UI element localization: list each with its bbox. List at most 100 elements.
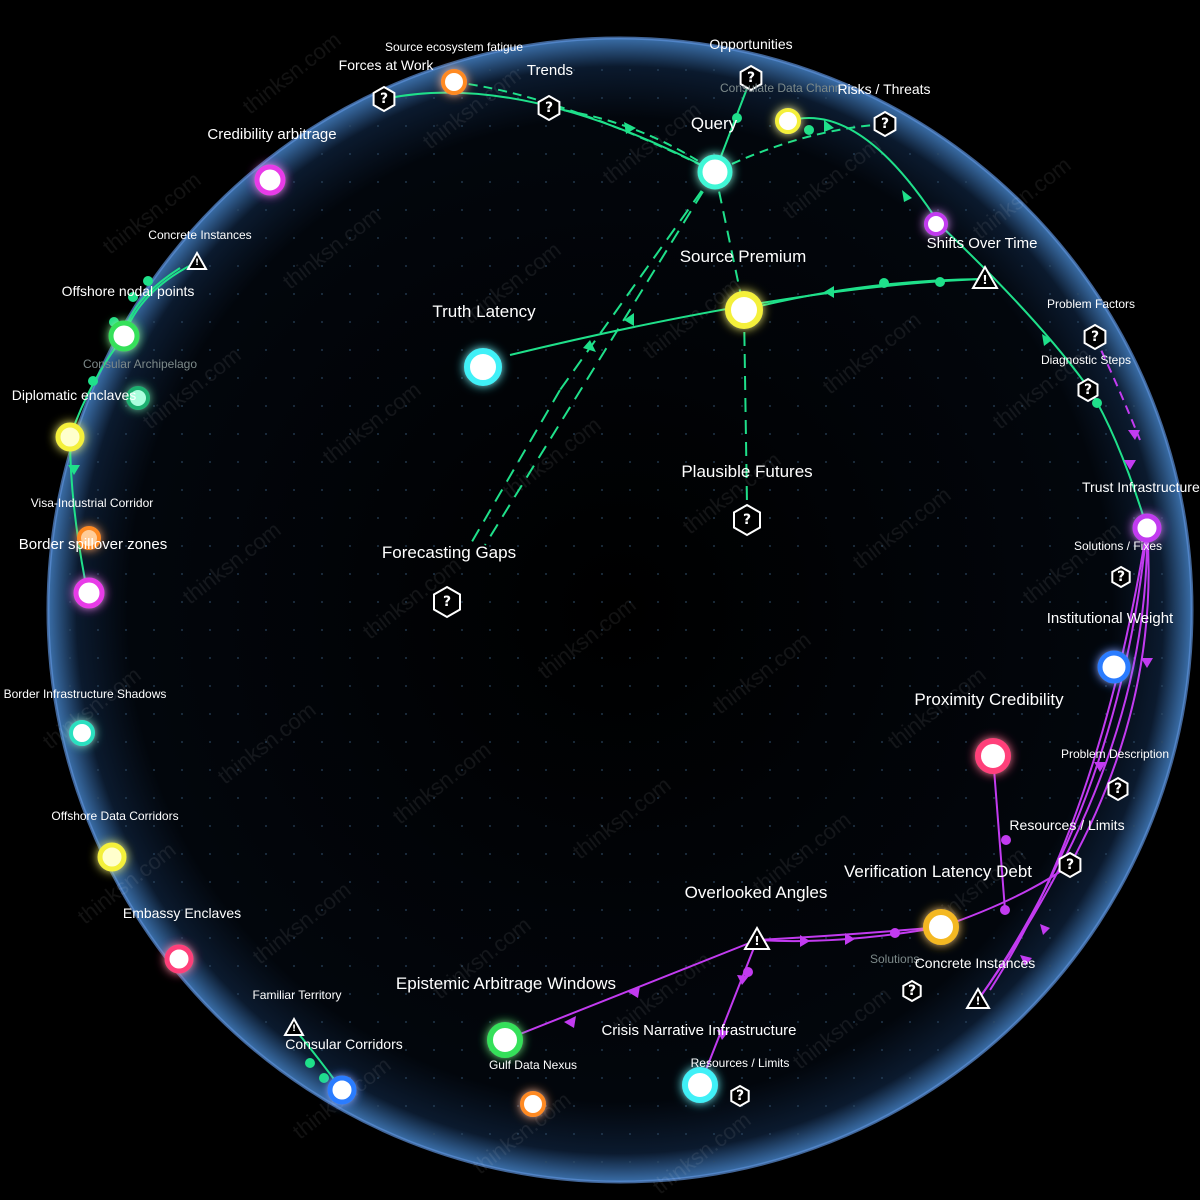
label-diplomatic-enclaves: Diplomatic enclaves bbox=[12, 387, 137, 403]
junction-dot bbox=[879, 278, 889, 288]
label-problem-factors: Problem Factors bbox=[1047, 297, 1135, 311]
node-truth-latency[interactable] bbox=[464, 348, 502, 386]
label-consulate-data-chann: Consulate Data Chann bbox=[720, 81, 841, 95]
svg-text:!: ! bbox=[754, 934, 759, 948]
label-source-ecosystem-fatigue: Source ecosystem fatigue bbox=[385, 40, 523, 54]
label-credibility-arbitrage: Credibility arbitrage bbox=[207, 126, 336, 143]
question-hex-icon[interactable]: ? bbox=[433, 585, 461, 619]
question-hex-icon[interactable]: ? bbox=[1111, 565, 1131, 589]
svg-text:!: ! bbox=[292, 1024, 296, 1034]
edge bbox=[714, 171, 745, 311]
node-diplomatic-enclaves[interactable] bbox=[55, 422, 85, 452]
edge bbox=[69, 436, 86, 581]
warning-triangle-icon[interactable]: ! bbox=[971, 264, 999, 289]
arrow-marker bbox=[1128, 430, 1140, 440]
arrow-marker bbox=[68, 465, 80, 475]
node-query[interactable] bbox=[697, 154, 733, 190]
label-trends: Trends bbox=[527, 62, 573, 79]
svg-text:?: ? bbox=[908, 983, 916, 999]
label-offshore-data-corridors: Offshore Data Corridors bbox=[51, 809, 178, 823]
svg-text:!: ! bbox=[982, 273, 987, 287]
node-embassy-enclaves[interactable] bbox=[164, 944, 194, 974]
node-institutional-weight[interactable] bbox=[1097, 650, 1131, 684]
edge bbox=[992, 755, 1006, 911]
arrow-marker bbox=[624, 313, 634, 326]
edge bbox=[548, 107, 716, 173]
edge bbox=[756, 926, 942, 943]
arrow-marker bbox=[1040, 924, 1050, 935]
svg-text:?: ? bbox=[743, 512, 751, 528]
question-hex-icon[interactable]: ? bbox=[1083, 323, 1107, 351]
warning-triangle-icon[interactable]: ! bbox=[965, 987, 991, 1009]
sphere-rim bbox=[46, 36, 1194, 1184]
edge bbox=[469, 389, 561, 546]
node-source-ecosystem-fatigue[interactable] bbox=[441, 69, 467, 95]
edge bbox=[1069, 527, 1150, 866]
arrow-marker bbox=[902, 190, 912, 202]
label-crisis-narrative-infrastructure: Crisis Narrative Infrastructure bbox=[601, 1022, 796, 1039]
label-institutional-weight: Institutional Weight bbox=[1047, 610, 1174, 627]
node-consular-archipelago[interactable] bbox=[126, 386, 150, 410]
label-query: Query bbox=[691, 114, 738, 133]
node-credibility-arbitrage[interactable] bbox=[254, 164, 286, 196]
svg-text:?: ? bbox=[1066, 857, 1074, 873]
svg-text:?: ? bbox=[736, 1088, 744, 1104]
edge-junctions bbox=[88, 113, 1102, 1083]
node-verification-latency-debt[interactable] bbox=[923, 909, 959, 945]
label-concrete-instances-top: Concrete Instances bbox=[148, 228, 251, 242]
edge bbox=[484, 171, 716, 546]
svg-text:!: ! bbox=[195, 258, 199, 268]
svg-text:?: ? bbox=[881, 116, 889, 132]
sphere-dot-grid bbox=[60, 50, 1180, 1170]
edge bbox=[989, 527, 1148, 991]
node-epistemic-arbitrage-windows[interactable] bbox=[487, 1022, 523, 1058]
question-hex-icon[interactable]: ? bbox=[902, 979, 922, 1003]
junction-dot bbox=[1001, 835, 1011, 845]
question-hex-icon[interactable]: ? bbox=[739, 64, 763, 92]
label-solutions-fixes: Solutions / Fixes bbox=[1074, 539, 1162, 553]
node-source-premium[interactable] bbox=[725, 291, 763, 329]
svg-text:?: ? bbox=[380, 91, 388, 107]
svg-text:?: ? bbox=[1091, 329, 1099, 345]
question-hex-icon[interactable]: ? bbox=[873, 110, 897, 138]
warning-triangle-icon[interactable]: ! bbox=[743, 925, 771, 950]
label-shifts-over-time: Shifts Over Time bbox=[927, 235, 1038, 252]
label-risks-threats: Risks / Threats bbox=[837, 81, 930, 97]
edge bbox=[939, 224, 1091, 391]
node-gulf-data-nexus[interactable] bbox=[520, 1091, 546, 1117]
node-offshore-nodal-points[interactable] bbox=[108, 320, 140, 352]
node-consular-corridors[interactable] bbox=[327, 1075, 357, 1105]
edge bbox=[743, 309, 748, 506]
svg-text:?: ? bbox=[545, 100, 553, 116]
node-offshore-data-corridors[interactable] bbox=[97, 842, 127, 872]
question-hex-icon[interactable]: ? bbox=[1058, 851, 1082, 879]
node-proximity-credibility[interactable] bbox=[975, 738, 1011, 774]
warning-triangle-icon[interactable]: ! bbox=[283, 1016, 305, 1036]
label-proximity-credibility: Proximity Credibility bbox=[914, 690, 1064, 709]
question-hex-icon[interactable]: ? bbox=[1107, 776, 1129, 802]
junction-dot bbox=[88, 376, 98, 386]
arrow-marker bbox=[1094, 762, 1106, 772]
question-hex-icon[interactable]: ? bbox=[1077, 377, 1099, 403]
edge bbox=[714, 123, 886, 173]
label-epistemic-arbitrage-windows: Epistemic Arbitrage Windows bbox=[396, 974, 616, 993]
node-crisis-narrative-infrastructure[interactable] bbox=[682, 1067, 718, 1103]
node-visa-industrial-corridor[interactable] bbox=[77, 526, 101, 550]
question-hex-icon[interactable]: ? bbox=[733, 503, 761, 537]
arrow-marker bbox=[583, 340, 596, 352]
svg-text:?: ? bbox=[443, 594, 451, 610]
node-shifts-over-time[interactable] bbox=[924, 212, 948, 236]
node-trust-infrastructure[interactable] bbox=[1132, 513, 1162, 543]
arrow-marker bbox=[824, 120, 834, 132]
node-border-spillover-zones[interactable] bbox=[73, 577, 105, 609]
label-concrete-instances-bottom: Concrete Instances bbox=[915, 955, 1036, 971]
node-border-infrastructure-shadows[interactable] bbox=[69, 720, 95, 746]
question-icons: ? ? ? ? ? ? ? ? bbox=[372, 64, 1131, 1108]
question-hex-icon[interactable]: ? bbox=[372, 85, 396, 113]
junction-dot bbox=[935, 277, 945, 287]
question-hex-icon[interactable]: ? bbox=[537, 94, 561, 122]
question-hex-icon[interactable]: ? bbox=[730, 1084, 750, 1108]
warning-triangle-icon[interactable]: ! bbox=[186, 250, 208, 270]
node-consulate-data-chann[interactable] bbox=[775, 108, 801, 134]
